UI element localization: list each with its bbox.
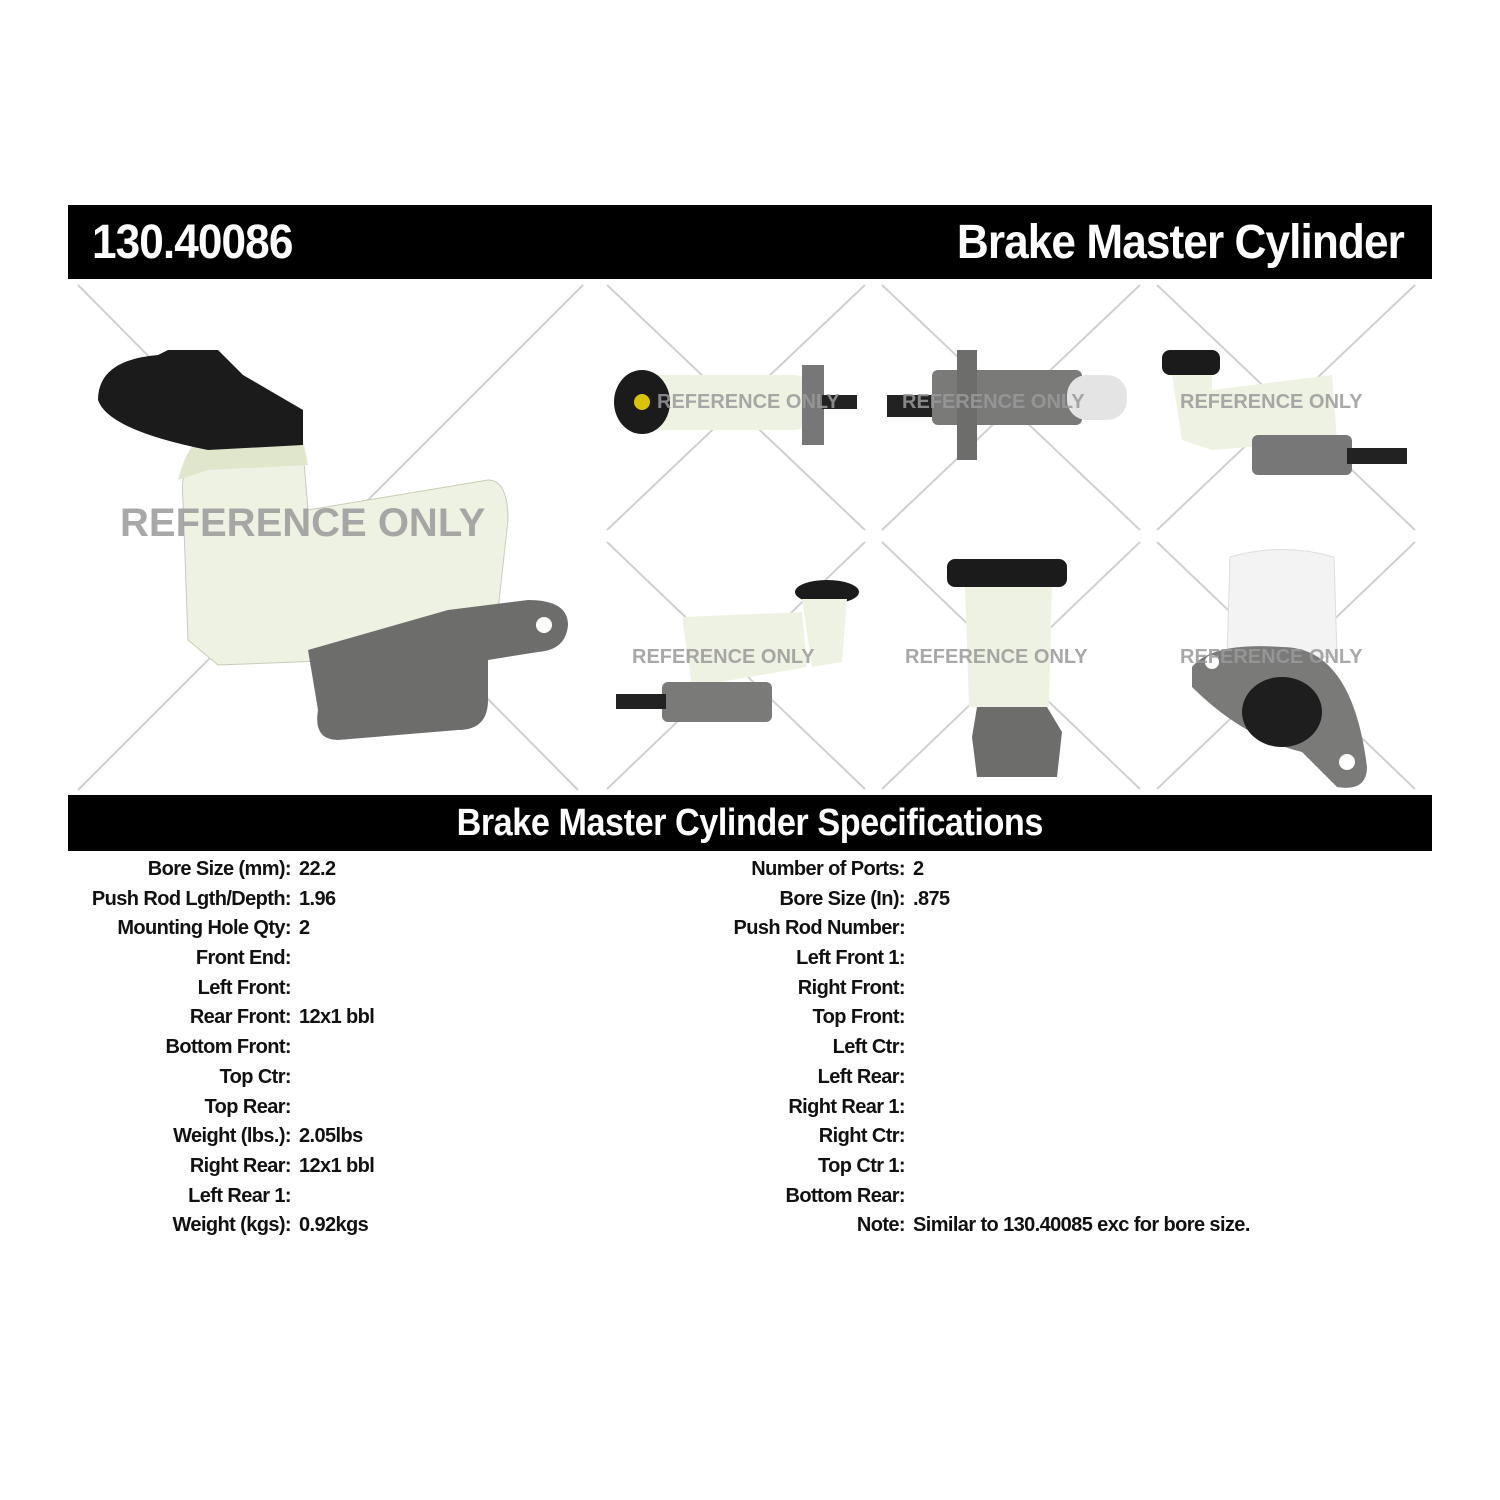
spec-label: Right Ctr: xyxy=(818,1125,906,1148)
spec-label: Top Ctr: xyxy=(219,1065,292,1088)
spec-row: Mounting Hole Qty: 2 xyxy=(31,914,310,944)
spec-row: Rear Front: 12x1 bbl xyxy=(31,1003,375,1033)
spec-value: 1.96 xyxy=(299,887,336,910)
spec-row: Right Rear: 12x1 bbl xyxy=(31,1152,375,1182)
spec-label: Note: xyxy=(856,1214,906,1237)
spec-label: Left Rear 1: xyxy=(188,1184,291,1207)
spec-row: Top Ctr: xyxy=(31,1063,292,1093)
spec-label: Left Ctr: xyxy=(832,1036,906,1059)
spec-value: 12x1 bbl xyxy=(299,1154,375,1177)
spec-row: Front End: xyxy=(31,944,292,974)
spec-label: Left Front 1: xyxy=(796,947,905,970)
product-image-main: REFERENCE ONLY xyxy=(68,280,590,794)
spec-row: Push Rod Number: xyxy=(645,914,905,944)
spec-row: Note: Similar to 130.40085 exc for bore s… xyxy=(645,1211,1251,1241)
product-image-view-3: REFERENCE ONLY xyxy=(1152,280,1420,535)
spec-label: Bottom Front: xyxy=(165,1036,292,1059)
spec-row: Bore Size (In): .875 xyxy=(645,885,951,915)
reference-only-watermark: REFERENCE ONLY xyxy=(1180,646,1363,668)
spec-row: Top Ctr 1: xyxy=(645,1152,906,1182)
reference-only-watermark: REFERENCE ONLY xyxy=(657,391,840,413)
spec-label: Push Rod Lgth/Depth: xyxy=(91,887,292,910)
spec-label: Bottom Rear: xyxy=(785,1184,906,1207)
reference-only-watermark: REFERENCE ONLY xyxy=(632,646,815,668)
spec-label: Bore Size (In): xyxy=(779,887,906,910)
spec-row: Top Front: xyxy=(645,1003,906,1033)
spec-row: Number of Ports: 2 xyxy=(645,855,924,885)
spec-row: Right Ctr: xyxy=(645,1122,906,1152)
spec-label: Rear Front: xyxy=(189,1006,292,1029)
product-image-view-6: REFERENCE ONLY xyxy=(1152,537,1420,794)
reference-only-watermark: REFERENCE ONLY xyxy=(1180,391,1363,413)
spec-label: Mounting Hole Qty: xyxy=(117,917,291,940)
spec-value: 2 xyxy=(299,917,310,940)
spec-row: Weight (kgs): 0.92kgs xyxy=(31,1211,369,1241)
part-number: 130.40086 xyxy=(92,216,293,269)
spec-label: Number of Ports: xyxy=(751,858,905,880)
spec-label: Right Rear 1: xyxy=(788,1095,905,1118)
spec-value: .875 xyxy=(913,887,950,910)
product-image-view-5: REFERENCE ONLY xyxy=(877,537,1145,794)
spec-row: Weight (lbs.): 2.05lbs xyxy=(31,1122,363,1152)
spec-label: Front End: xyxy=(195,947,292,970)
specifications-title: Brake Master Cylinder Specifications xyxy=(456,802,1044,844)
spec-label: Right Front: xyxy=(797,976,906,999)
product-image-view-2: REFERENCE ONLY xyxy=(877,280,1145,535)
spec-row: Bottom Front: xyxy=(31,1033,292,1063)
spec-label: Right Rear: xyxy=(189,1154,292,1177)
spec-row: Left Ctr: xyxy=(645,1033,906,1063)
spec-row: Right Front: xyxy=(645,974,906,1004)
specifications-header: Brake Master Cylinder Specifications xyxy=(68,795,1432,851)
spec-row: Left Rear: xyxy=(645,1063,906,1093)
spec-row: Bottom Rear: xyxy=(645,1182,906,1212)
spec-label: Weight (lbs.): xyxy=(173,1125,291,1148)
reference-only-watermark: REFERENCE ONLY xyxy=(902,391,1085,413)
spec-label: Weight (kgs): xyxy=(172,1214,292,1237)
spec-label: Top Front: xyxy=(812,1006,906,1029)
spec-value: 2.05lbs xyxy=(299,1125,363,1148)
spec-value: 2 xyxy=(913,858,924,880)
spec-row: Top Rear: xyxy=(31,1093,292,1123)
spec-label: Push Rod Number: xyxy=(733,917,905,940)
spec-row: Left Rear 1: xyxy=(31,1182,291,1212)
spec-label: Bore Size (mm): xyxy=(147,858,292,880)
spec-label: Left Front: xyxy=(197,976,292,999)
spec-row: Left Front: xyxy=(31,974,292,1004)
product-image-view-4: REFERENCE ONLY xyxy=(602,537,870,794)
spec-value: Similar to 130.40085 exc for bore size. xyxy=(913,1214,1250,1237)
spec-value: 0.92kgs xyxy=(299,1214,369,1237)
spec-row: Bore Size (mm): 22.2 xyxy=(31,855,336,885)
spec-row: Left Front 1: xyxy=(645,944,905,974)
title-bar: 130.40086 Brake Master Cylinder xyxy=(68,205,1432,279)
spec-value: 12x1 bbl xyxy=(299,1006,375,1029)
spec-value: 22.2 xyxy=(299,858,336,880)
spec-row: Push Rod Lgth/Depth: 1.96 xyxy=(31,885,336,915)
part-name: Brake Master Cylinder xyxy=(956,216,1405,269)
product-image-view-1: REFERENCE ONLY xyxy=(602,280,870,535)
reference-only-watermark: REFERENCE ONLY xyxy=(120,501,486,545)
spec-label: Left Rear: xyxy=(817,1065,906,1088)
reference-only-watermark: REFERENCE ONLY xyxy=(905,646,1088,668)
spec-row: Right Rear 1: xyxy=(645,1093,905,1123)
spec-label: Top Ctr 1: xyxy=(818,1154,906,1177)
spec-label: Top Rear: xyxy=(204,1095,292,1118)
